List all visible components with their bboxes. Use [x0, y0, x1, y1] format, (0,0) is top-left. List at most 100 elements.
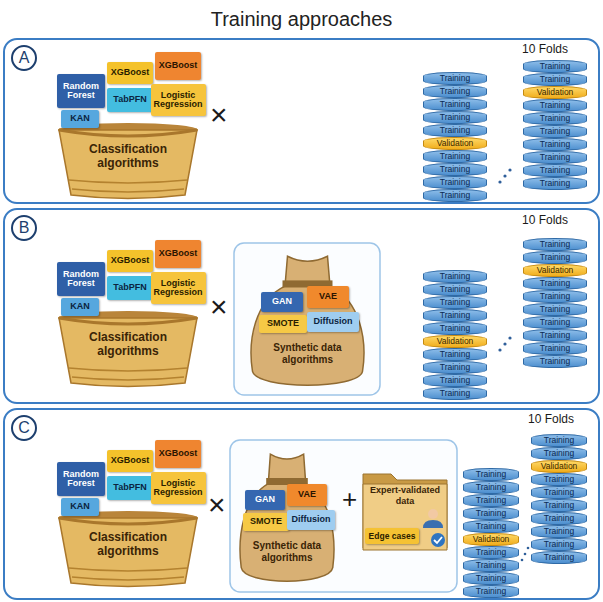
algorithm-tag: Diffusion — [287, 510, 335, 530]
synthetic-data-bag: Synthetic data algorithms GAN VAE SMOTEDiff… — [245, 252, 370, 394]
fold-label: Training — [424, 151, 486, 162]
algorithm-tag: TabPFN — [107, 276, 153, 300]
group-frame — [230, 440, 457, 592]
data-fold-disk: Training — [523, 251, 587, 264]
data-fold-disk: Training — [423, 322, 487, 335]
operator-symbol: × — [210, 292, 228, 322]
data-fold-disk: Training — [531, 551, 587, 564]
fold-label: Training — [532, 539, 586, 550]
data-fold-disk: Training — [531, 512, 587, 525]
tag-label: GAN — [263, 297, 301, 306]
algorithm-tag: SMOTE — [259, 315, 307, 333]
tag-label: TabPFN — [109, 95, 151, 104]
data-fold-disk: Training — [463, 572, 519, 585]
tag-label: XGBoost — [157, 249, 199, 258]
fold-label: Training — [424, 375, 486, 386]
basket-label: Classification algorithms — [63, 330, 193, 358]
fold-label: Training — [524, 113, 586, 124]
basket-label: Classification algorithms — [63, 530, 193, 558]
tag-label: SMOTE — [245, 517, 287, 526]
basket-weave — [72, 189, 184, 192]
algorithm-tag: Logistic Regression — [151, 272, 206, 304]
diagram-title: Training approaches — [0, 7, 603, 31]
fold-label: Training — [524, 61, 586, 72]
tag-label: VAE — [309, 292, 347, 301]
algorithm-tag: XGBoost — [107, 450, 153, 472]
data-fold-disk: Training — [531, 525, 587, 538]
ellipsis-dot — [521, 559, 524, 562]
basket-rim — [59, 130, 197, 136]
fold-count-label: 10 Folds — [522, 43, 568, 55]
fold-label: Training — [424, 362, 486, 373]
algorithm-tag: XGBoost — [155, 240, 201, 268]
algorithm-tag: XGBoost — [155, 440, 201, 468]
algorithm-tag: GAN — [245, 490, 285, 510]
tag-label: TabPFN — [109, 283, 151, 292]
data-fold-disk: Training — [463, 546, 519, 559]
ellipsis-dot — [527, 547, 530, 550]
algorithm-tag: Logistic Regression — [151, 84, 206, 116]
ellipsis-dot — [508, 336, 511, 339]
data-fold-disk: Training — [463, 520, 519, 533]
synthetic-data-bag: Synthetic data algorithmsGANVAESMOTEDiff… — [235, 450, 339, 590]
data-fold-disk: Training — [523, 342, 587, 355]
data-fold-disk: Training — [423, 309, 487, 322]
data-fold-disk: Training — [463, 481, 519, 494]
fold-label: Training — [424, 177, 486, 188]
fold-label: Training — [464, 573, 518, 584]
basket-body — [59, 318, 197, 387]
fold-label: Training — [524, 74, 586, 85]
fold-label: Validation — [464, 534, 518, 545]
panel-letter: C — [11, 415, 37, 441]
data-fold-disk: Training — [523, 177, 587, 190]
fold-label: Training — [532, 435, 586, 446]
basket-body — [59, 130, 197, 199]
data-fold-disk: Training — [423, 98, 487, 111]
basket-weave — [69, 368, 187, 371]
approach-panel: AClassification algorithmsRandom ForestX… — [3, 38, 600, 204]
bag-label: Synthetic data algorithms — [253, 342, 363, 366]
data-fold-disk: Training — [523, 277, 587, 290]
tag-label: Random Forest — [59, 470, 103, 489]
data-fold-disk: Training — [523, 316, 587, 329]
fold-label: Training — [464, 521, 518, 532]
ellipsis-dot — [498, 180, 501, 183]
bag-body — [240, 484, 334, 582]
data-fold-disk: Training — [523, 290, 587, 303]
fold-label: Training — [532, 500, 586, 511]
fold-label: Validation — [424, 336, 486, 347]
panel-letter: A — [11, 45, 37, 71]
fold-label: Training — [424, 297, 486, 308]
basket-rim — [59, 318, 197, 324]
fold-label: Training — [464, 586, 518, 597]
data-fold-disk: Training — [523, 355, 587, 368]
ellipsis-dot — [503, 174, 506, 177]
fold-label: Training — [424, 190, 486, 201]
data-fold-disk: Training — [523, 329, 587, 342]
fold-label: Training — [524, 317, 586, 328]
tag-label: SMOTE — [261, 319, 305, 328]
fold-label: Training — [464, 469, 518, 480]
fold-label: Training — [532, 552, 586, 563]
data-fold-disk: Training — [531, 447, 587, 460]
data-fold-disk: Training — [523, 125, 587, 138]
ellipsis-dot — [503, 342, 506, 345]
basket-weave — [72, 577, 184, 580]
tag-label: XGBoost — [109, 456, 151, 465]
operator-symbol: × — [208, 490, 226, 520]
expert-body — [423, 520, 443, 528]
fold-label: Training — [524, 239, 586, 250]
approach-panel: BClassification algorithmsRandom ForestX… — [3, 208, 600, 404]
data-fold-disk: Training — [423, 150, 487, 163]
fold-label: Training — [464, 560, 518, 571]
algorithm-tag: Diffusion — [307, 312, 359, 332]
data-fold-disk: Training — [523, 99, 587, 112]
algorithm-basket: Classification algorithms Random Forest XG… — [53, 440, 203, 588]
tag-label: Logistic Regression — [153, 479, 204, 498]
basket-body — [59, 518, 197, 587]
data-fold-disk: Training — [523, 138, 587, 151]
data-fold-disk: Validation — [523, 264, 587, 277]
ellipsis-dot — [524, 553, 527, 556]
algorithm-tag: TabPFN — [107, 476, 153, 500]
